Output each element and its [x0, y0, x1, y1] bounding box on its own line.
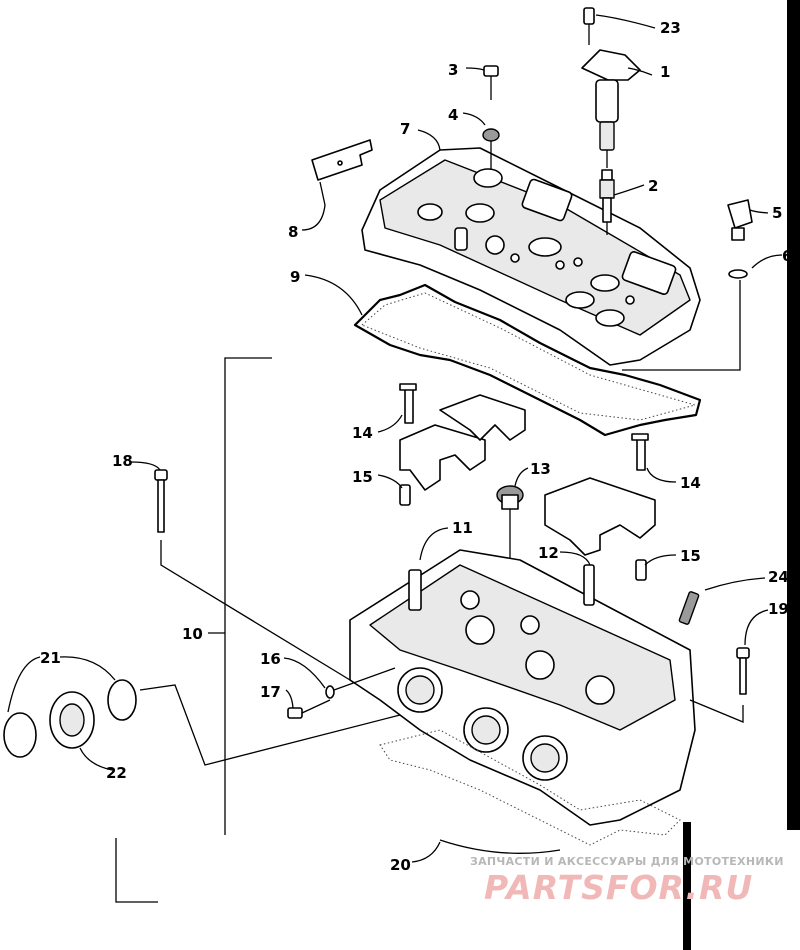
callout-4: 4 [448, 106, 458, 124]
head-bolt-19 [689, 647, 750, 723]
callout-14a: 14 [352, 424, 373, 442]
bolt-and-washer-17-16 [287, 667, 396, 719]
head-bolt-18 [154, 469, 351, 681]
cylinder-head-cover [361, 147, 701, 366]
callout-9: 9 [290, 268, 300, 286]
callout-19: 19 [768, 600, 789, 618]
intake-boot-and-clamps [3, 679, 401, 766]
callout-20: 20 [390, 856, 411, 874]
callout-13: 13 [530, 460, 551, 478]
bracket-part-8 [311, 139, 373, 181]
callout-7: 7 [400, 120, 410, 138]
callout-12: 12 [538, 544, 559, 562]
cover-bolt-and-grommet [482, 65, 500, 170]
cover-gasket [353, 283, 702, 437]
cylinder-head [349, 549, 700, 826]
oil-filler-cap [622, 199, 753, 371]
callout-17: 17 [260, 683, 281, 701]
spark-plug [599, 169, 615, 235]
page-border-right [787, 0, 800, 830]
callout-14b: 14 [680, 474, 701, 492]
ignition-coil [581, 7, 641, 168]
callout-6: 6 [782, 247, 792, 265]
callout-11: 11 [452, 519, 473, 537]
callout-2: 2 [648, 177, 658, 195]
camshaft-caps [399, 383, 656, 581]
callout-5: 5 [772, 204, 782, 222]
callout-16: 16 [260, 650, 281, 668]
head-gasket [379, 729, 681, 854]
callout-18: 18 [112, 452, 133, 470]
watermark-logo: PARTSFOR.RU [484, 868, 754, 907]
callout-21: 21 [40, 649, 61, 667]
callout-22: 22 [106, 764, 127, 782]
callout-15a: 15 [352, 468, 373, 486]
callout-1: 1 [660, 63, 670, 81]
page-border-bottom-bar [683, 822, 691, 950]
callout-3: 3 [448, 61, 458, 79]
assembly-10-bracket [115, 357, 272, 903]
callout-8: 8 [288, 223, 298, 241]
leader-lines [7, 14, 783, 863]
callout-23: 23 [660, 19, 681, 37]
watermark-subtitle: ЗАПЧАСТИ И АКСЕССУАРЫ ДЛЯ МОТОТЕХНИКИ [470, 855, 784, 868]
callout-10: 10 [182, 625, 203, 643]
callout-15b: 15 [680, 547, 701, 565]
callout-24: 24 [768, 568, 789, 586]
